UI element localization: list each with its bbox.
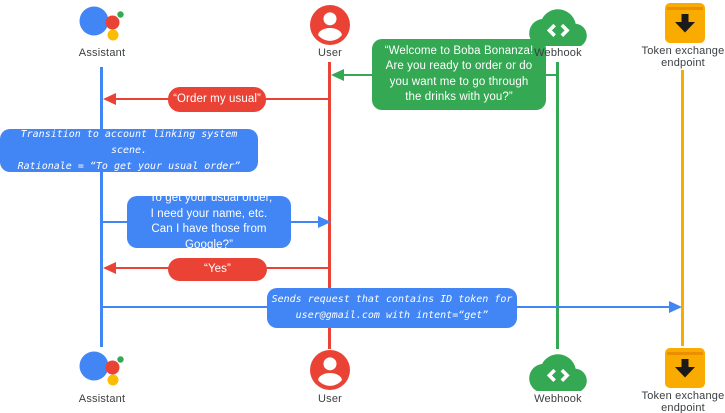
arrowhead-yes <box>103 262 116 274</box>
webhook-cloud-code-icon <box>529 9 587 46</box>
user-avatar-icon <box>310 5 350 45</box>
actor-assistant-top <box>79 4 127 46</box>
lifeline-user <box>328 62 331 349</box>
message-welcome: “Welcome to Boba Bonanza! Are you ready … <box>372 39 546 110</box>
actor-webhook-bottom <box>529 349 587 391</box>
actor-label-user-bottom: User <box>317 393 343 405</box>
webhook-cloud-code-icon <box>529 354 587 391</box>
message-yes: “Yes” <box>168 258 267 281</box>
arrowhead-welcome <box>331 69 344 81</box>
actor-token-endpoint-bottom <box>664 347 706 389</box>
actor-assistant-bottom <box>79 349 127 391</box>
arrowhead-send-request <box>669 301 682 313</box>
actor-label-user-top: User <box>317 47 343 59</box>
actor-label-token-endpoint-bottom: Token exchange endpoint <box>641 390 725 413</box>
actor-label-token-endpoint-top: Token exchange endpoint <box>641 45 725 69</box>
arrowhead-ask-permission <box>318 216 331 228</box>
actor-user-bottom <box>310 350 350 390</box>
arrowhead-order-usual <box>103 93 116 105</box>
user-avatar-icon <box>310 350 350 390</box>
token-exchange-inbox-icon <box>665 3 705 43</box>
token-exchange-inbox-icon <box>665 348 705 388</box>
google-assistant-icon <box>79 6 124 41</box>
actor-token-endpoint-top <box>664 2 706 44</box>
google-assistant-icon <box>79 351 124 386</box>
lifeline-assistant <box>100 67 103 347</box>
actor-label-assistant-top: Assistant <box>78 47 126 59</box>
lifeline-token-endpoint <box>681 70 684 346</box>
message-transition-note: Transition to account linking system sce… <box>0 129 258 172</box>
message-ask-permission: “To get your usual order, I need your na… <box>127 192 291 251</box>
message-send-request: Sends request that contains ID token for… <box>267 288 517 328</box>
lifeline-webhook <box>556 62 559 349</box>
actor-label-webhook-top: Webhook <box>534 47 582 59</box>
message-order-usual: “Order my usual” <box>168 87 266 112</box>
actor-webhook-top <box>529 4 587 46</box>
actor-user-top <box>310 5 350 45</box>
actor-label-webhook-bottom: Webhook <box>534 393 582 405</box>
actor-label-assistant-bottom: Assistant <box>78 393 126 405</box>
